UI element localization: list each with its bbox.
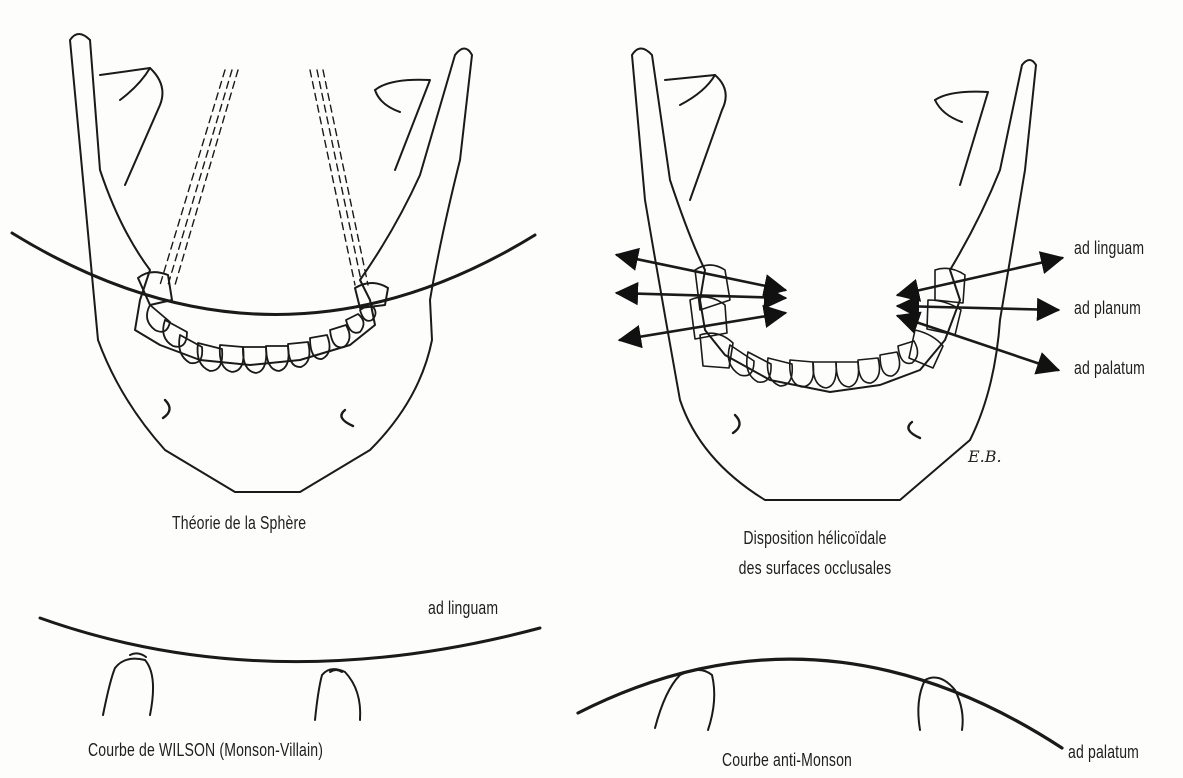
sphere-figure	[12, 34, 535, 492]
sphere-guide-lines	[160, 70, 368, 285]
helicoid-teeth	[690, 265, 965, 388]
anti-monson-curve	[578, 659, 1062, 748]
label-ad-linguam: ad linguam	[1074, 238, 1144, 259]
anti-monson-end-label: ad palatum	[1068, 742, 1139, 763]
mandible-outline-2	[632, 49, 1036, 501]
helicoid-figure	[617, 49, 1062, 501]
helicoid-caption-line1: Disposition hélicoïdale	[718, 528, 913, 549]
sphere-caption: Théorie de la Sphère	[172, 513, 306, 534]
label-ad-palatum: ad palatum	[1074, 358, 1145, 379]
right-coronoid	[375, 80, 430, 170]
wilson-tooth-right	[315, 669, 360, 720]
left-coronoid	[100, 68, 162, 185]
anti-monson-figure	[578, 659, 1062, 748]
wilson-tooth-left	[103, 653, 153, 715]
wilson-end-label: ad linguam	[428, 598, 498, 619]
mandible-outline	[70, 34, 472, 492]
label-ad-planum: ad planum	[1074, 298, 1141, 319]
wilson-figure	[40, 618, 540, 720]
wilson-curve	[40, 618, 540, 662]
helicoid-arrows	[617, 255, 1062, 370]
helicoid-caption-line2: des surfaces occlusales	[718, 558, 913, 579]
sphere-curve	[12, 233, 535, 315]
artist-signature: E.B.	[968, 447, 1002, 466]
wilson-caption: Courbe de WILSON (Monson-Villain)	[88, 740, 323, 761]
anti-monson-caption: Courbe anti-Monson	[722, 750, 852, 771]
